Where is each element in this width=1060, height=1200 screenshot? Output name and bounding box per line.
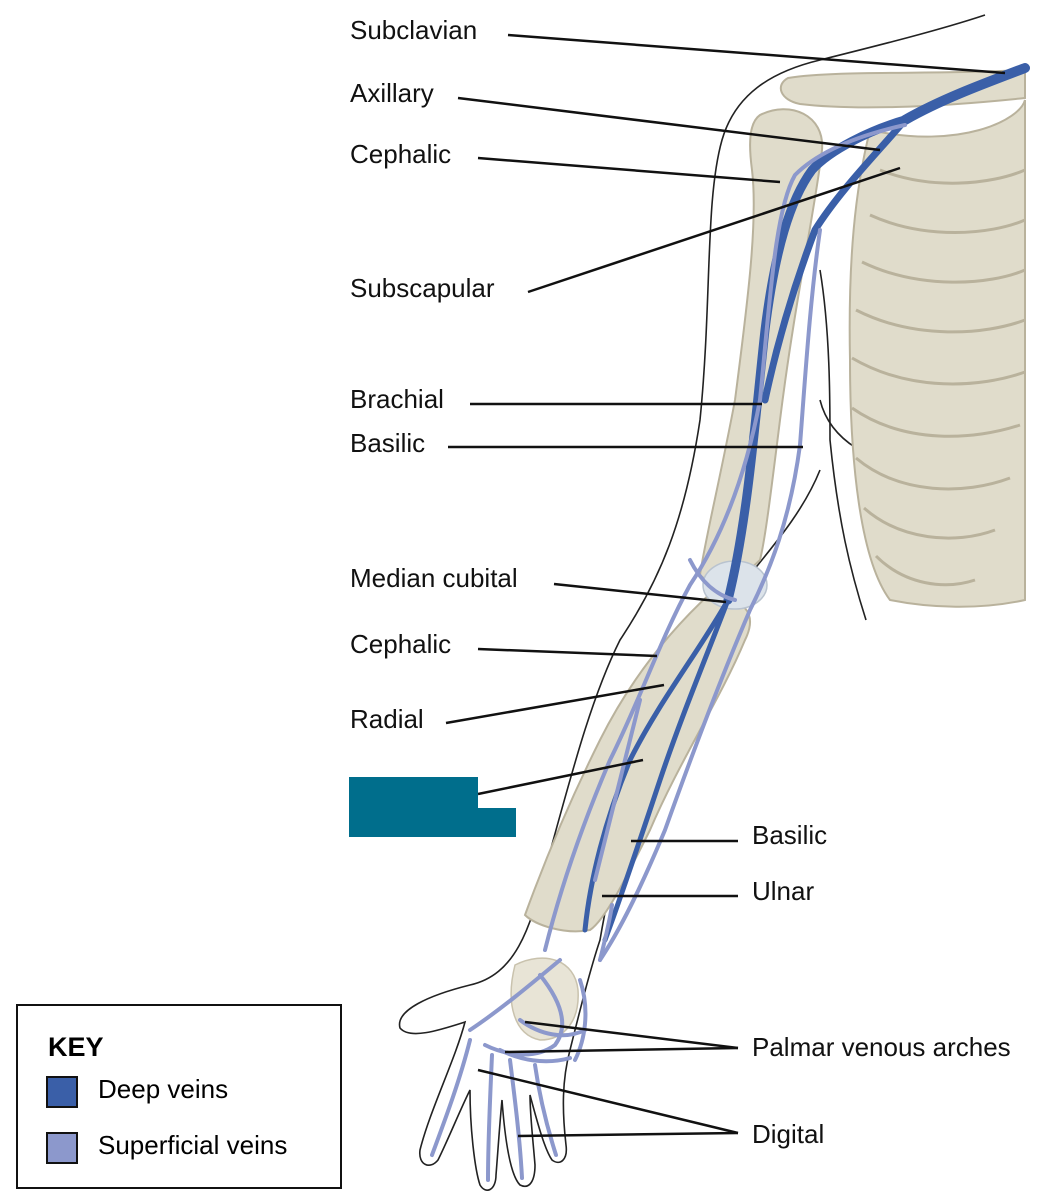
label-digital: Digital: [752, 1119, 825, 1149]
leader-digital-2: [517, 1131, 739, 1138]
hidden-label-box: [349, 777, 516, 837]
clavicle: [779, 68, 1026, 109]
leader-subclavian: [507, 33, 1006, 75]
superficial-veins-swatch: [46, 1132, 78, 1164]
leader-axillary: [457, 96, 881, 152]
leader-digital-1: [477, 1068, 739, 1135]
leader-subscapular: [527, 166, 901, 294]
deep-veins-swatch: [46, 1076, 78, 1108]
leader-cephalic-lower: [477, 647, 658, 658]
leader-palmar-2: [504, 1046, 739, 1054]
label-median-cubital: Median cubital: [350, 563, 518, 593]
arm-outline: [398, 14, 986, 1191]
leader-median-cubital: [553, 582, 727, 604]
legend-superficial-label: Superficial veins: [98, 1130, 288, 1160]
label-basilic-lower: Basilic: [752, 820, 828, 850]
label-palmar-venous-arches: Palmar venous arches: [752, 1032, 1011, 1062]
label-radial: Radial: [350, 704, 424, 734]
leader-radial: [445, 683, 665, 725]
legend-deep-label: Deep veins: [98, 1074, 229, 1104]
leader-cephalic-upper: [477, 156, 781, 184]
label-basilic-upper: Basilic: [350, 428, 426, 458]
label-subscapular: Subscapular: [350, 273, 495, 303]
label-axillary: Axillary: [350, 78, 434, 108]
label-cephalic-upper: Cephalic: [350, 139, 452, 169]
ribs: [851, 168, 1026, 587]
label-brachial: Brachial: [350, 384, 444, 414]
label-subclavian: Subclavian: [350, 15, 478, 45]
label-cephalic-lower: Cephalic: [350, 629, 452, 659]
legend-title: KEY: [48, 1032, 104, 1062]
leader-palmar-1: [524, 1020, 739, 1050]
torso-outline: [819, 269, 867, 621]
label-ulnar: Ulnar: [752, 876, 815, 906]
legend-box: KEY Deep veins Superficial veins: [16, 1004, 342, 1189]
leader-hidden: [477, 758, 644, 796]
leader-lines: [445, 33, 1006, 1138]
